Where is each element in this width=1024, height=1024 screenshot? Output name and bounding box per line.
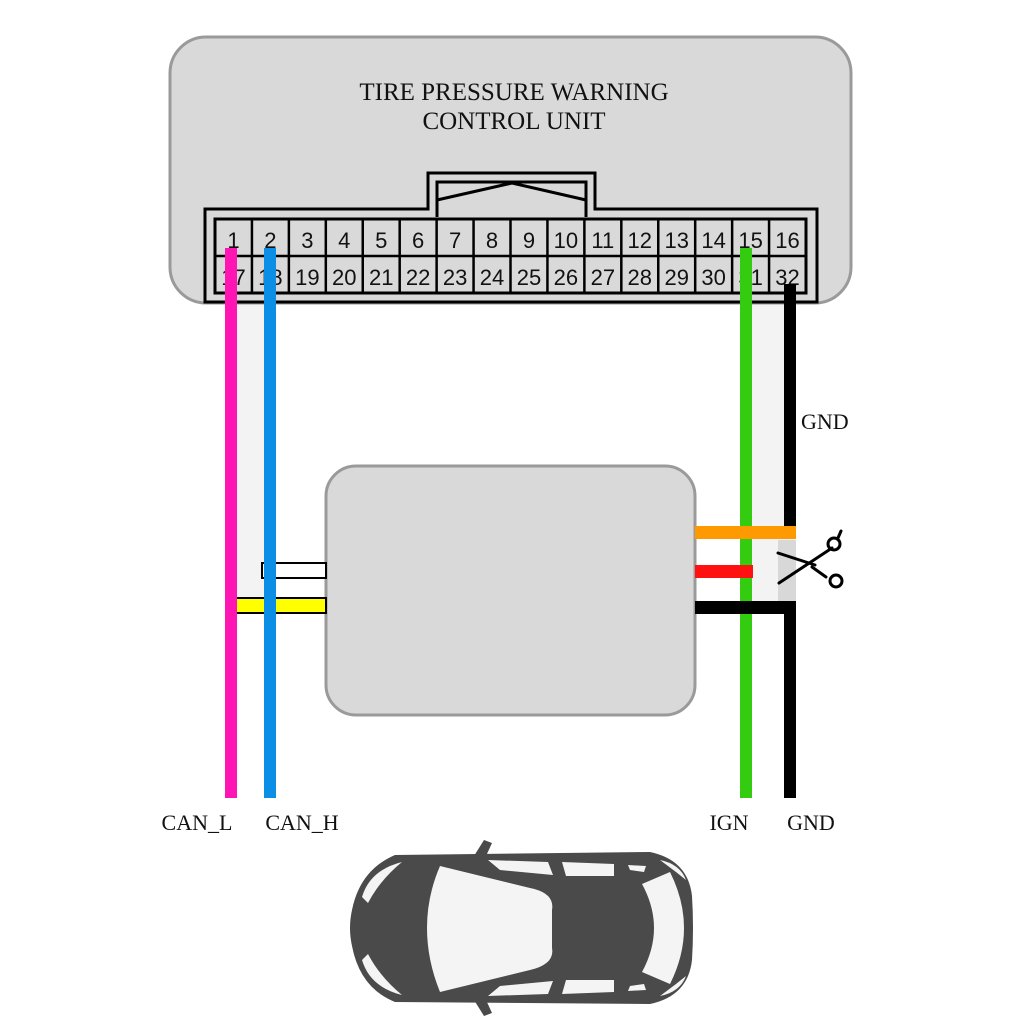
- orange-wire: [695, 526, 796, 539]
- pin-label: 24: [480, 265, 504, 290]
- pin-label: 2: [264, 228, 276, 253]
- pin-grid: 1234567891011121314151617181920212223242…: [215, 219, 806, 293]
- gnd-label: GND: [787, 810, 835, 835]
- pin-label: 7: [449, 228, 461, 253]
- pin-label: 27: [591, 265, 615, 290]
- pin-label: 28: [628, 265, 652, 290]
- pin-label: 10: [554, 228, 578, 253]
- pin-label: 13: [664, 228, 688, 253]
- ign-label: IGN: [709, 810, 748, 835]
- pin-label: 22: [406, 265, 430, 290]
- pin-label: 26: [554, 265, 578, 290]
- gnd-wire-lower: [784, 601, 796, 798]
- pin-label: 1: [227, 228, 239, 253]
- yellow-wire: [229, 597, 327, 614]
- pin-label: 19: [295, 265, 319, 290]
- control-unit-title-line1: TIRE PRESSURE WARNING: [359, 79, 668, 106]
- pin-label: 5: [375, 228, 387, 253]
- pin-label: 25: [517, 265, 541, 290]
- can-h-label: CAN_H: [265, 810, 338, 835]
- can-h-wire: [264, 248, 276, 798]
- ign-wire: [740, 248, 752, 798]
- pin-label: 20: [332, 265, 356, 290]
- pin-label: 29: [664, 265, 688, 290]
- pin-label: 4: [338, 228, 350, 253]
- cut-gap-shade: [778, 540, 796, 602]
- can-l-wire: [225, 248, 237, 798]
- gnd-side-label: GND: [801, 409, 849, 434]
- pin-label: 6: [412, 228, 424, 253]
- pin-label: 30: [701, 265, 725, 290]
- pin-label: 21: [369, 265, 393, 290]
- pin-label: 3: [301, 228, 313, 253]
- gnd-wire-upper: [784, 284, 796, 539]
- pin-label: 11: [591, 228, 614, 253]
- pin-label: 9: [523, 228, 535, 253]
- control-unit-title-line2: CONTROL UNIT: [422, 108, 605, 135]
- scissors-icon: [776, 529, 844, 589]
- black-wire: [695, 601, 796, 614]
- connector-latch-ramp: [436, 181, 587, 202]
- pin-label: 23: [443, 265, 467, 290]
- red-wire: [695, 565, 753, 578]
- pin-label: 16: [775, 228, 799, 253]
- pin-label: 12: [628, 228, 652, 253]
- white-wire: [261, 562, 327, 579]
- car-top-view-icon: [350, 840, 693, 1016]
- can-l-label: CAN_L: [162, 810, 233, 835]
- pin-label: 8: [486, 228, 498, 253]
- interface-module: [324, 464, 697, 717]
- pin-label: 14: [701, 228, 725, 253]
